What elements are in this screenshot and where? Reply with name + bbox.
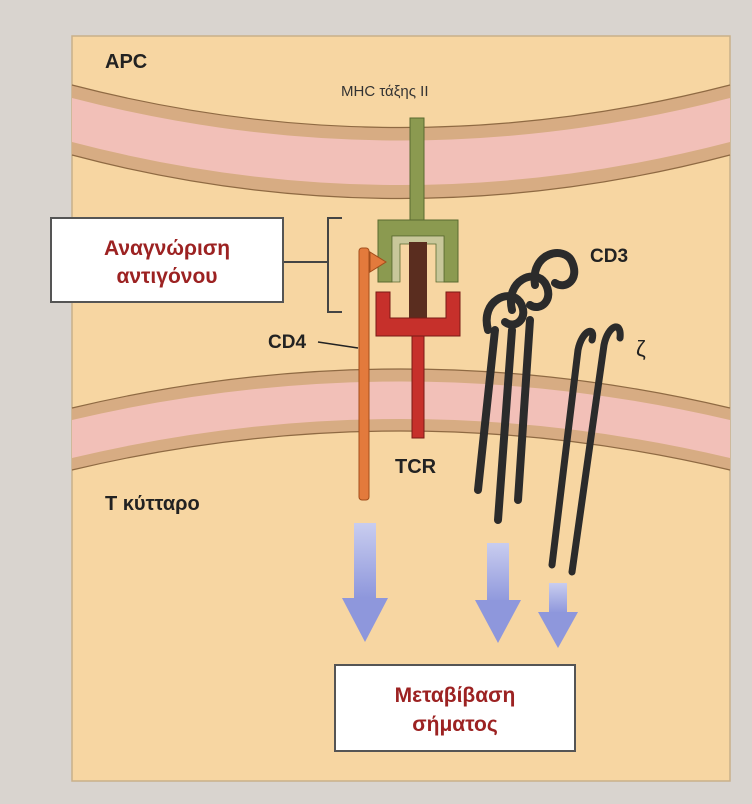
zeta-label: ζ xyxy=(636,336,646,361)
tcr-molecule xyxy=(375,291,461,439)
cd4-molecule xyxy=(358,247,387,501)
signal-arrow xyxy=(475,543,521,643)
signal-transduction-box xyxy=(334,664,576,752)
antigen-recognition-line2: αντιγόνου xyxy=(116,265,217,288)
tcell-label: Τ κύτταρο xyxy=(105,493,200,515)
antigen-recognition-line1: Αναγνώριση xyxy=(104,237,230,260)
cd3-complex xyxy=(474,249,579,524)
signal-arrow xyxy=(538,583,578,648)
signal-arrow xyxy=(342,523,388,642)
antigen-recognition-box xyxy=(50,217,284,303)
cd4-label: CD4 xyxy=(268,332,306,353)
zeta-chains xyxy=(548,323,624,576)
cd4-pointer xyxy=(317,341,359,349)
apc-label: APC xyxy=(105,51,147,73)
signal-transduction-line1: Μεταβίβαση xyxy=(395,684,516,707)
signal-transduction-line2: σήματος xyxy=(412,713,498,736)
cd3-label: CD3 xyxy=(590,246,628,267)
apc-membrane xyxy=(71,84,731,200)
mhc-label: MHC τάξης II xyxy=(341,83,429,100)
mhc-molecule xyxy=(377,117,459,283)
signal-arrows xyxy=(342,523,578,648)
peptide-antigen xyxy=(409,242,427,330)
recognition-bracket xyxy=(327,217,342,313)
tcell-membrane xyxy=(71,368,731,471)
tcr-label: TCR xyxy=(395,456,437,478)
